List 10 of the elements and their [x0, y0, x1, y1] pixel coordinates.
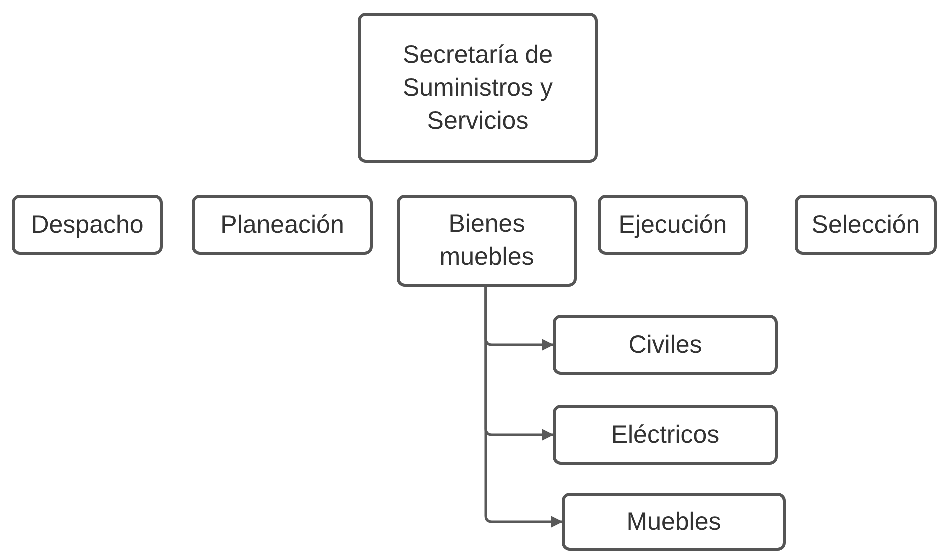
org-box: Planeación [192, 195, 373, 255]
org-box: Eléctricos [553, 405, 778, 465]
org-box: Ejecución [598, 195, 748, 255]
org-box: Civiles [553, 315, 778, 375]
arrow [484, 287, 563, 528]
org-box: Despacho [12, 195, 163, 255]
org-box: Secretaría de Suministros y Servicios [358, 13, 598, 163]
org-box: Muebles [562, 493, 786, 551]
org-box: Selección [795, 195, 937, 255]
org-box: Bienes muebles [397, 195, 577, 287]
